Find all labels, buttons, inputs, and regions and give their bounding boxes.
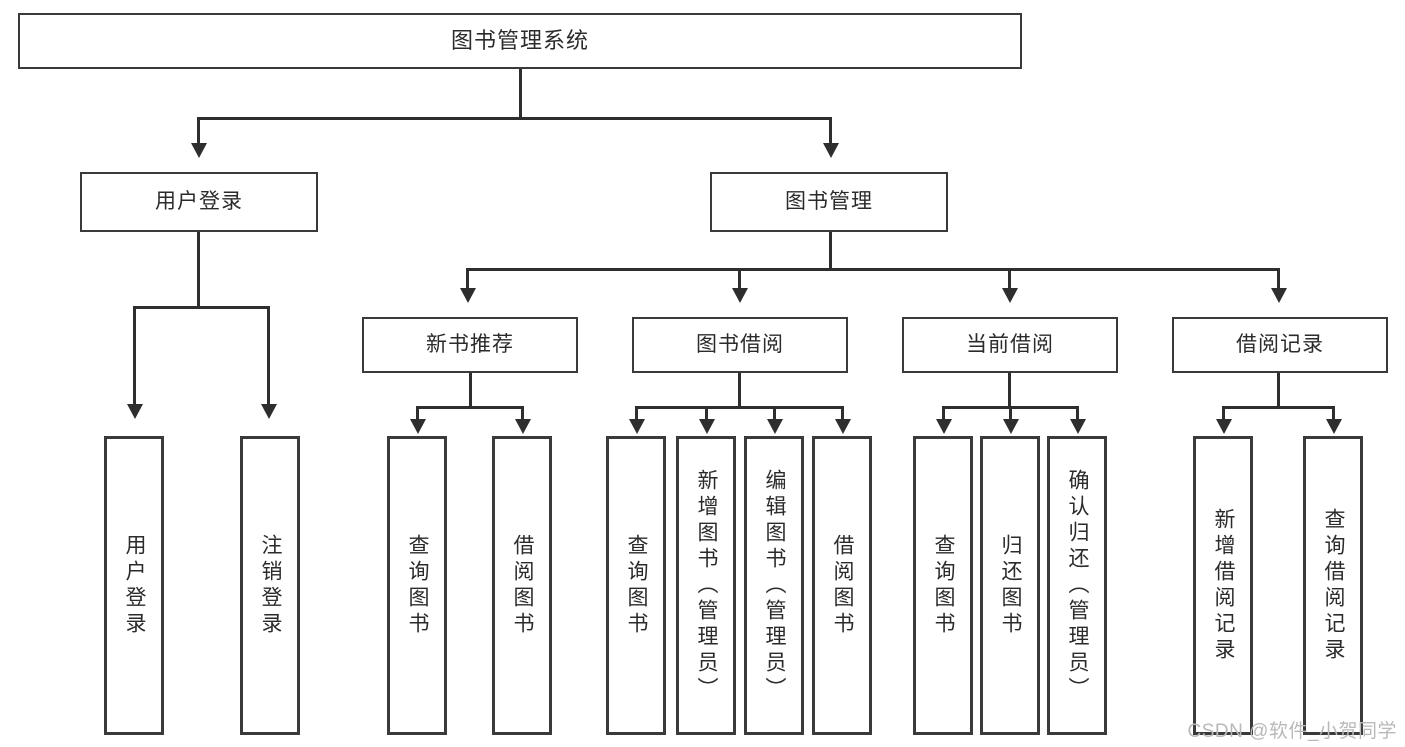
connector-g2-to-leaf4	[841, 406, 844, 420]
node-root-图书管理系统[interactable]: 图书管理系统	[18, 13, 1022, 69]
arrow-g3-to-leaf1	[936, 419, 952, 434]
leaf-图书借阅-借阅图书[interactable]: 借阅图书	[812, 436, 872, 735]
node-label: 新增借阅记录	[1212, 507, 1236, 664]
connector-user-to-leaf1	[133, 306, 136, 406]
arrow-g3-to-leaf2	[1003, 419, 1019, 434]
leaf-借阅记录-新增借阅记录[interactable]: 新增借阅记录	[1193, 436, 1253, 735]
arrow-bookmgr-to-g4	[1271, 288, 1287, 303]
connector-g3-stem	[1008, 373, 1011, 408]
arrow-bookmgr-to-g1	[460, 288, 476, 303]
arrow-g1-to-leaf1	[410, 419, 426, 434]
connector-g1-to-leaf1	[416, 406, 419, 420]
node-借阅记录[interactable]: 借阅记录	[1172, 317, 1388, 373]
connector-g2-stem	[738, 373, 741, 408]
connector-root-to-book	[829, 117, 832, 145]
connector-g1-bus	[416, 406, 524, 409]
node-图书管理[interactable]: 图书管理	[710, 172, 948, 232]
node-当前借阅[interactable]: 当前借阅	[902, 317, 1118, 373]
connector-g3-to-leaf3	[1076, 406, 1079, 420]
arrow-bookmgr-to-g3	[1002, 288, 1018, 303]
node-label: 图书管理	[785, 189, 873, 213]
arrow-user-to-leaf2	[261, 404, 277, 419]
connector-g4-bus	[1222, 406, 1335, 409]
leaf-注销登录[interactable]: 注销登录	[240, 436, 300, 735]
connector-g4-to-leaf1	[1222, 406, 1225, 420]
connector-g4-to-leaf2	[1332, 406, 1335, 420]
arrow-g2-to-leaf4	[835, 419, 851, 434]
node-用户登录[interactable]: 用户登录	[80, 172, 318, 232]
node-label: 编辑图书（管理员）	[763, 468, 787, 703]
arrow-g1-to-leaf2	[515, 419, 531, 434]
node-label: 新书推荐	[426, 332, 514, 356]
connector-user-bus	[133, 306, 270, 309]
node-label: 查询图书	[932, 533, 956, 638]
connector-root-stem	[519, 69, 522, 119]
leaf-当前借阅-查询图书[interactable]: 查询图书	[913, 436, 973, 735]
node-label: 查询图书	[406, 533, 430, 638]
connector-g2-bus	[635, 406, 843, 409]
connector-g2-to-leaf2	[705, 406, 708, 420]
leaf-图书借阅-编辑图书[interactable]: 编辑图书（管理员）	[744, 436, 804, 735]
connector-bookmgr-stem	[829, 232, 832, 270]
arrow-g3-to-leaf3	[1070, 419, 1086, 434]
connector-g3-to-leaf2	[1009, 406, 1012, 420]
node-图书借阅[interactable]: 图书借阅	[632, 317, 848, 373]
node-label: 确认归还（管理员）	[1066, 468, 1090, 703]
leaf-图书借阅-查询图书[interactable]: 查询图书	[606, 436, 666, 735]
node-新书推荐[interactable]: 新书推荐	[362, 317, 578, 373]
node-label: 查询图书	[625, 533, 649, 638]
connector-g2-to-leaf1	[635, 406, 638, 420]
connector-g2-to-leaf3	[773, 406, 776, 420]
node-label: 新增图书（管理员）	[695, 468, 719, 703]
arrow-g2-to-leaf3	[767, 419, 783, 434]
arrow-root-to-book	[823, 143, 839, 158]
connector-g1-stem	[469, 373, 472, 408]
leaf-当前借阅-确认归还[interactable]: 确认归还（管理员）	[1047, 436, 1107, 735]
arrow-g4-to-leaf1	[1216, 419, 1232, 434]
node-label: 当前借阅	[966, 332, 1054, 356]
node-label: 图书管理系统	[450, 28, 589, 54]
connector-user-to-leaf2	[267, 306, 270, 406]
leaf-新书推荐-查询图书[interactable]: 查询图书	[387, 436, 447, 735]
connector-g3-to-leaf1	[942, 406, 945, 420]
arrow-bookmgr-to-g2	[732, 288, 748, 303]
arrow-root-to-user	[191, 143, 207, 158]
node-label: 借阅图书	[511, 533, 535, 638]
connector-bookmgr-to-g3	[1008, 268, 1011, 290]
leaf-新书推荐-借阅图书[interactable]: 借阅图书	[492, 436, 552, 735]
node-label: 归还图书	[999, 533, 1023, 638]
leaf-借阅记录-查询借阅记录[interactable]: 查询借阅记录	[1303, 436, 1363, 735]
node-label: 查询借阅记录	[1322, 507, 1346, 664]
connector-g4-stem	[1277, 373, 1280, 408]
connector-user-stem	[197, 232, 200, 308]
csdn-watermark: CSDN @软件_小贺同学	[1187, 721, 1397, 742]
leaf-当前借阅-归还图书[interactable]: 归还图书	[980, 436, 1040, 735]
connector-g1-to-leaf2	[521, 406, 524, 420]
leaf-用户登录[interactable]: 用户登录	[104, 436, 164, 735]
node-label: 借阅记录	[1236, 332, 1324, 356]
arrow-g4-to-leaf2	[1326, 419, 1342, 434]
connector-bookmgr-bus	[466, 268, 1280, 271]
arrow-user-to-leaf1	[127, 404, 143, 419]
node-label: 用户登录	[123, 533, 147, 638]
node-label: 图书借阅	[696, 332, 784, 356]
connector-bookmgr-to-g2	[738, 268, 741, 290]
node-label: 注销登录	[259, 533, 283, 638]
arrow-g2-to-leaf1	[629, 419, 645, 434]
connector-root-to-user	[197, 117, 200, 145]
connector-bookmgr-to-g4	[1277, 268, 1280, 290]
connector-root-bus	[197, 117, 832, 120]
node-label: 借阅图书	[831, 533, 855, 638]
leaf-图书借阅-新增图书[interactable]: 新增图书（管理员）	[676, 436, 736, 735]
connector-bookmgr-to-g1	[466, 268, 469, 290]
arrow-g2-to-leaf2	[699, 419, 715, 434]
node-label: 用户登录	[155, 189, 243, 213]
